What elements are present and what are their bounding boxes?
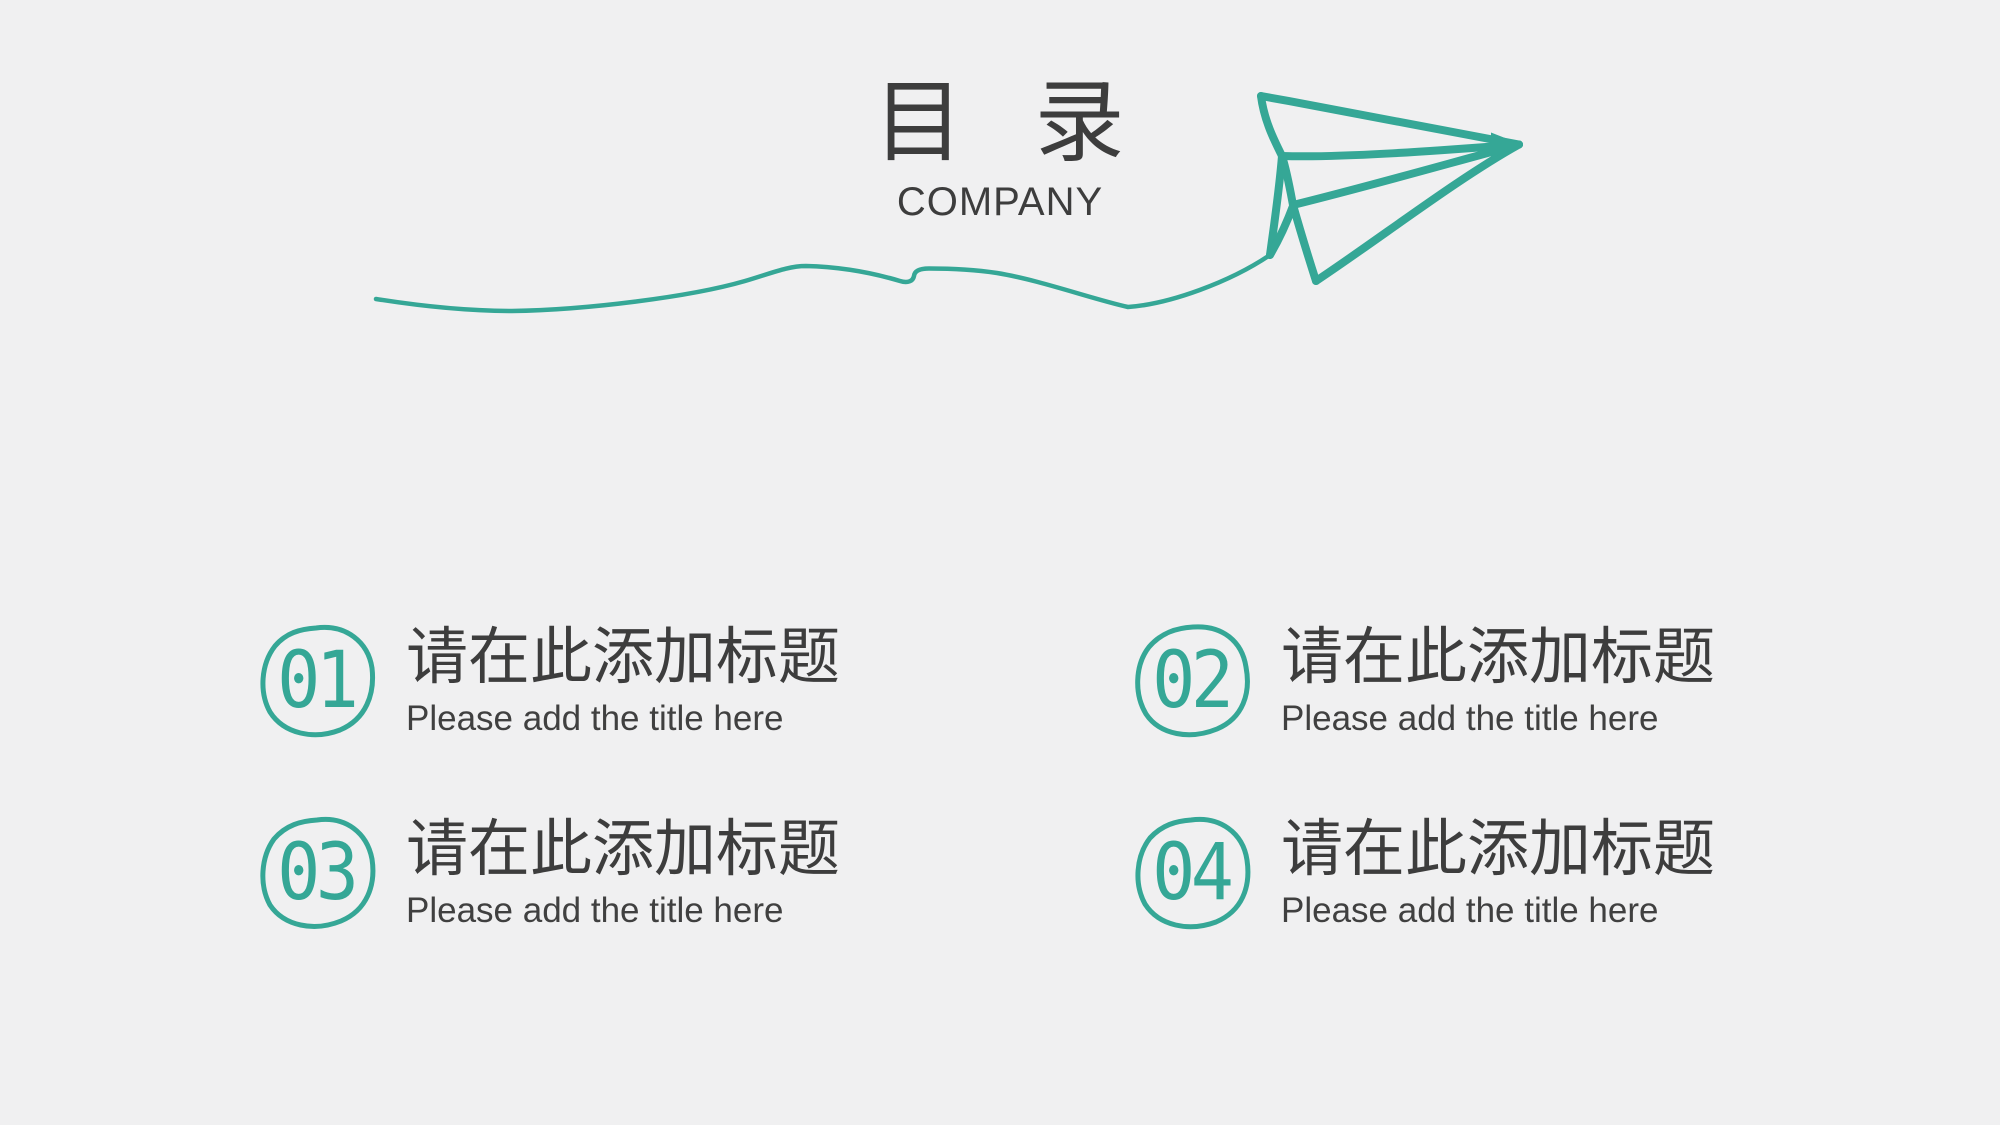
item-subtitle: Please add the title here: [1281, 699, 1659, 738]
hand-drawn-oval-ring-icon: [260, 816, 376, 929]
hand-drawn-oval-ring-icon: [1135, 816, 1251, 930]
item-texts: 请在此添加标题 Please add the title here: [1281, 814, 1715, 930]
item-texts: 请在此添加标题 Please add the title here: [406, 814, 840, 930]
paper-plane-icon: [373, 92, 1523, 314]
item-number-badge: 01: [256, 622, 380, 740]
item-title: 请在此添加标题: [406, 815, 841, 884]
wavy-string-line: [373, 252, 1273, 314]
paper-plane-illustration: [360, 78, 1545, 328]
item-title: 请在此添加标题: [1281, 623, 1716, 692]
item-number-badge: 03: [256, 814, 380, 932]
page-subtitle: COMPANY: [896, 179, 1104, 224]
item-subtitle: Please add the title here: [406, 891, 784, 930]
item-texts: 请在此添加标题 Please add the title here: [406, 622, 840, 738]
item-texts: 请在此添加标题 Please add the title here: [1281, 622, 1715, 738]
item-number-badge: 04: [1131, 814, 1255, 932]
item-number: 02: [1152, 636, 1234, 726]
item-subtitle: Please add the title here: [1281, 891, 1659, 930]
item-title: 请在此添加标题: [1281, 815, 1716, 884]
item-subtitle: Please add the title here: [406, 699, 784, 738]
item-number: 04: [1152, 828, 1234, 918]
item-number: 03: [277, 828, 359, 918]
hand-drawn-oval-ring-icon: [260, 624, 376, 738]
item-title: 请在此添加标题: [406, 623, 841, 692]
toc-item-3[interactable]: 03 请在此添加标题 Please add the title here: [256, 814, 840, 932]
page-title: 目 录: [873, 73, 1127, 173]
hand-drawn-oval-ring-icon: [1135, 624, 1250, 738]
toc-item-1[interactable]: 01 请在此添加标题 Please add the title here: [256, 622, 840, 740]
item-number-badge: 02: [1131, 622, 1255, 740]
item-number: 01: [277, 636, 359, 726]
toc-item-4[interactable]: 04 请在此添加标题 Please add the title here: [1131, 814, 1715, 932]
toc-item-2[interactable]: 02 请在此添加标题 Please add the title here: [1131, 622, 1715, 740]
paper-plane-outline: [1257, 92, 1523, 285]
plane-nose-tip: [1491, 132, 1523, 158]
slide-header: 目 录 COMPANY: [0, 72, 2000, 224]
